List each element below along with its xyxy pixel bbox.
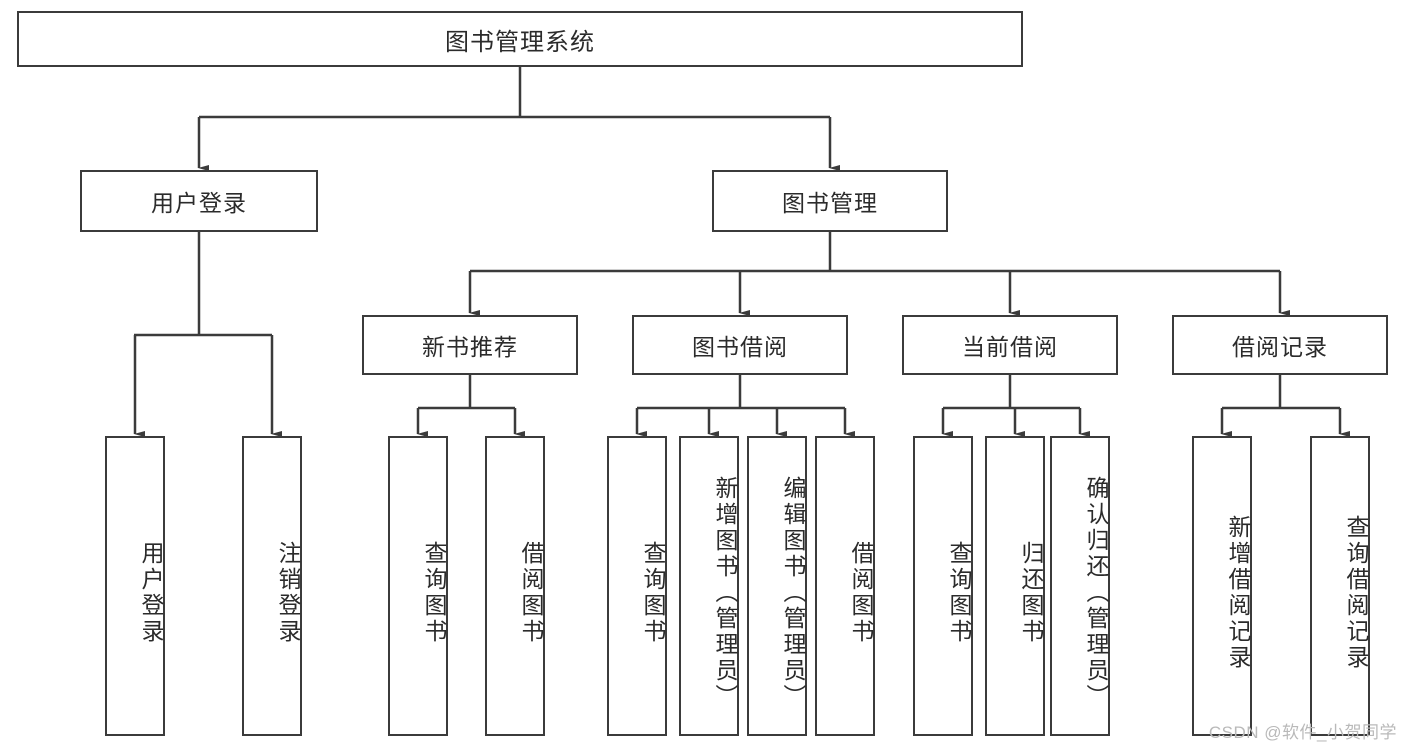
node-l4b1[interactable]: 查询图书 [388,436,448,736]
node-l2a[interactable]: 用户登录 [80,170,318,232]
node-label: 图书借阅 [692,334,788,360]
node-l4c4[interactable]: 借阅图书 [815,436,875,736]
node-l3a[interactable]: 新书推荐 [362,315,578,375]
node-l4c3[interactable]: 编辑图书（管理员） [747,436,807,736]
node-label: 注销登录 [275,541,301,645]
node-l3b[interactable]: 图书借阅 [632,315,848,375]
node-label: 归还图书 [1018,541,1044,645]
node-label: 图书管理 [782,190,878,216]
node-label: 当前借阅 [962,334,1058,360]
node-label: 编辑图书（管理员） [780,476,806,710]
node-label: 用户登录 [151,190,247,216]
node-label: 用户登录 [138,541,164,645]
node-label: 借阅图书 [518,541,544,645]
node-label: 借阅记录 [1232,334,1328,360]
node-label: 新增图书（管理员） [712,476,738,710]
node-l4e2[interactable]: 查询借阅记录 [1310,436,1370,736]
node-l4c1[interactable]: 查询图书 [607,436,667,736]
node-label: 借阅图书 [848,541,874,645]
node-l4b2[interactable]: 借阅图书 [485,436,545,736]
node-l4a2[interactable]: 注销登录 [242,436,302,736]
node-l3d[interactable]: 借阅记录 [1172,315,1388,375]
node-l4d3[interactable]: 确认归还（管理员） [1050,436,1110,736]
node-l4d2[interactable]: 归还图书 [985,436,1045,736]
node-label: 查询图书 [946,541,972,645]
node-l4c2[interactable]: 新增图书（管理员） [679,436,739,736]
node-label: 新书推荐 [422,334,518,360]
node-label: 查询借阅记录 [1343,515,1369,671]
node-l3c[interactable]: 当前借阅 [902,315,1118,375]
node-l4a1[interactable]: 用户登录 [105,436,165,736]
node-l4d1[interactable]: 查询图书 [913,436,973,736]
node-l4e1[interactable]: 新增借阅记录 [1192,436,1252,736]
node-root[interactable]: 图书管理系统 [17,11,1023,67]
watermark: CSDN @软件_小贺同学 [1208,723,1397,742]
node-label: 确认归还（管理员） [1083,476,1109,710]
node-label: 新增借阅记录 [1225,515,1251,671]
node-label: 查询图书 [421,541,447,645]
node-label: 查询图书 [640,541,666,645]
node-label: 图书管理系统 [445,28,595,56]
node-l2b[interactable]: 图书管理 [712,170,948,232]
